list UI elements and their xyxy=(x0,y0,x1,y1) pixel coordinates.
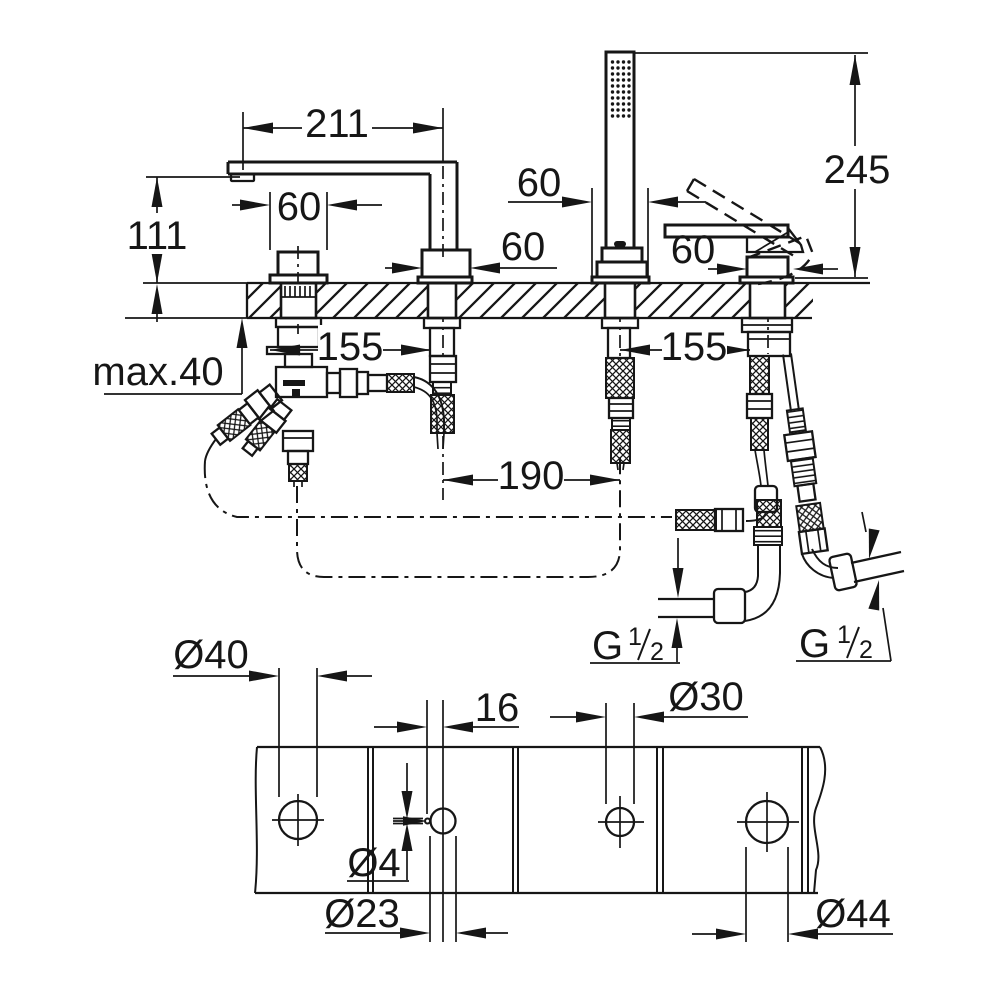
strip-left-break xyxy=(254,746,258,894)
dimension-245: 245 xyxy=(634,52,891,279)
dim-label-111: 111 xyxy=(127,214,188,258)
g-pipe-right-bottom xyxy=(853,569,905,584)
diverter-left-hose-lower xyxy=(241,397,294,458)
dim-label-dia44: Ø44 xyxy=(815,892,891,936)
g-pipe-right-top xyxy=(850,550,902,565)
hand-shower-unit xyxy=(590,50,651,471)
diverter-escutcheon xyxy=(268,273,329,285)
diverter-neck xyxy=(283,352,314,369)
plan-view: Ø40 16 Ø4 xyxy=(173,633,893,942)
dim-label-155-left: 155 xyxy=(317,325,384,369)
dim-label-dia4: Ø4 xyxy=(347,841,400,885)
thread-label-left: G 1 2 xyxy=(590,538,684,668)
elbow-nut-right xyxy=(828,552,858,592)
thread-den-right: 2 xyxy=(859,636,873,664)
dimension-60-spout: 60 xyxy=(385,225,557,274)
dimension-190: 190 xyxy=(443,453,620,498)
dim-label-16: 16 xyxy=(475,686,520,730)
hand-shower-nub xyxy=(614,241,626,247)
g-pipe-left-assembly xyxy=(658,499,783,625)
mixer-supply-hose xyxy=(782,353,830,556)
mixer-escutcheon xyxy=(738,275,795,285)
diverter-left-hose-upper xyxy=(210,382,284,447)
valve-detail-1 xyxy=(283,380,305,386)
dimension-211: 211 xyxy=(242,99,444,170)
spout-base xyxy=(420,248,472,279)
spout-below-deck xyxy=(422,316,462,450)
dimension-60-diverter: 60 xyxy=(232,185,382,250)
spout-shank xyxy=(426,281,458,320)
dimension-155-right: 155 xyxy=(620,325,750,369)
shower-shank xyxy=(603,281,637,320)
deck-strip xyxy=(254,745,827,895)
deck-section xyxy=(245,281,870,320)
shower-holder-base xyxy=(595,260,649,279)
diverter-right-nipple xyxy=(325,367,445,432)
shower-holder xyxy=(600,246,644,264)
dim-label-245: 245 xyxy=(824,148,891,192)
hole-40: Ø40 xyxy=(173,633,372,846)
shower-escutcheon xyxy=(590,275,651,285)
diverter-shank-thread-icon xyxy=(282,286,315,298)
thread-den-left: 2 xyxy=(650,638,664,666)
spout-escutcheon xyxy=(416,275,474,285)
strip-right-break xyxy=(813,746,827,894)
hose-elbow-outer xyxy=(811,548,839,569)
dim-label-max40: max.40 xyxy=(92,350,223,394)
hole-23-with-pin: 16 Ø4 Ø23 xyxy=(324,686,519,942)
lever-body-edge xyxy=(754,230,791,253)
mixer-shower-hose xyxy=(675,355,779,533)
thread-label-right: G 1 2 xyxy=(796,511,892,666)
dim-label-60-mixer: 60 xyxy=(671,228,716,272)
valve-detail-2 xyxy=(292,389,300,398)
dimension-155-left: 155 xyxy=(270,325,431,369)
dim-label-60-shower: 60 xyxy=(517,161,562,205)
hand-shower-spray-dots xyxy=(610,60,631,118)
dim-label-60-spout: 60 xyxy=(501,225,546,269)
dim-label-dia23: Ø23 xyxy=(324,892,400,936)
lever-body xyxy=(745,224,805,254)
dim-label-60-diverter: 60 xyxy=(277,185,322,229)
mixer-base xyxy=(745,255,790,279)
diverter-bottom-connection xyxy=(281,429,315,487)
deck-hatching xyxy=(247,283,813,318)
mixer-shank xyxy=(748,281,787,320)
dimension-max40: max.40 xyxy=(92,284,248,395)
strip-joints xyxy=(367,747,809,893)
mixer-unit xyxy=(663,177,905,592)
g-pipe-left-nut xyxy=(712,587,747,625)
dim-label-211: 211 xyxy=(305,102,369,146)
hose-elbow-inner xyxy=(801,553,835,579)
phantom-hose-route-2 xyxy=(296,447,621,578)
dim-label-dia40: Ø40 xyxy=(173,633,249,677)
dimension-60-shower: 60 xyxy=(508,161,706,276)
dim-label-dia30: Ø30 xyxy=(668,675,744,719)
side-elevation: 211 111 max.40 60 xyxy=(92,50,905,668)
hole-44: Ø44 xyxy=(692,792,893,942)
phantom-hose-route-1 xyxy=(203,460,672,518)
thread-num-right: 1 xyxy=(837,621,851,649)
thread-num-left: 1 xyxy=(628,623,642,651)
dim-label-190: 190 xyxy=(498,454,565,498)
hole-30: Ø30 xyxy=(550,675,748,848)
shower-below-deck xyxy=(600,316,640,471)
spout-unit xyxy=(226,160,474,450)
thread-g-left: G xyxy=(592,624,623,668)
dimension-60-mixer: 60 xyxy=(671,228,838,275)
dimension-111: 111 xyxy=(127,176,247,284)
diverter-hose-tail xyxy=(204,438,217,462)
dim-label-155-right: 155 xyxy=(661,325,728,369)
thread-g-right: G xyxy=(799,622,830,666)
